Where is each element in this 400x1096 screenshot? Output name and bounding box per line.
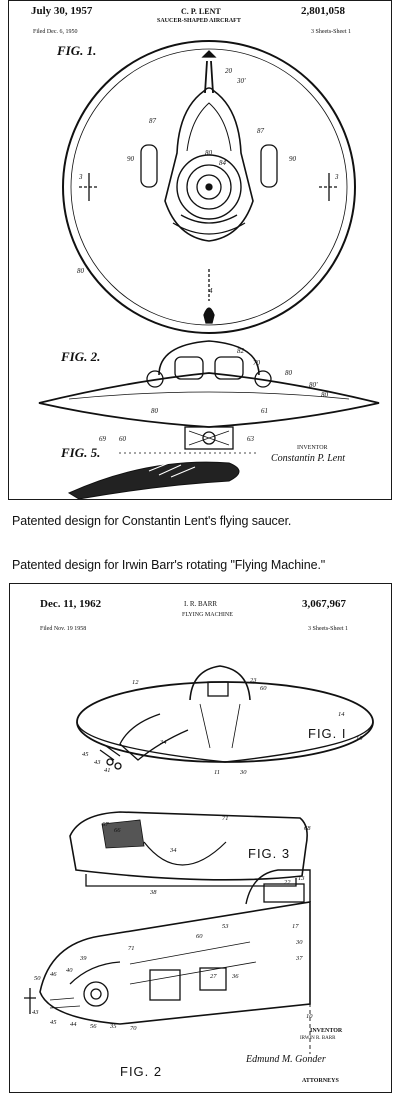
svg-text:34: 34 xyxy=(159,739,167,746)
svg-text:30': 30' xyxy=(236,77,246,85)
svg-text:60: 60 xyxy=(196,933,203,940)
svg-text:20: 20 xyxy=(225,67,233,75)
svg-text:17: 17 xyxy=(292,923,299,930)
patent-sheets: 3 Sheets-Sheet 1 xyxy=(311,29,351,35)
svg-text:60: 60 xyxy=(260,685,267,692)
fig-5-label: FIG. 5. xyxy=(61,445,101,460)
svg-text:90: 90 xyxy=(127,155,135,163)
svg-text:53: 53 xyxy=(222,923,229,930)
svg-text:10: 10 xyxy=(356,735,363,742)
patent-inventor: C. P. LENT xyxy=(181,7,221,16)
svg-text:80: 80 xyxy=(285,369,293,377)
svg-text:45: 45 xyxy=(82,751,89,758)
svg-text:34: 34 xyxy=(169,847,177,854)
inventor-label: INVENTOR xyxy=(310,1028,343,1034)
fig-3-label: FIG. 3 xyxy=(248,846,291,861)
svg-text:61: 61 xyxy=(261,407,268,415)
fig-1-label: FIG. I xyxy=(308,726,347,741)
svg-text:84: 84 xyxy=(219,159,227,167)
svg-text:3: 3 xyxy=(334,173,339,181)
svg-text:10: 10 xyxy=(306,1013,313,1020)
svg-text:30: 30 xyxy=(295,939,303,946)
svg-text:87: 87 xyxy=(257,127,265,135)
svg-text:11: 11 xyxy=(214,769,220,776)
barr-patent-drawing: Dec. 11, 1962 I. R. BARR 3,067,967 FLYIN… xyxy=(9,583,392,1093)
patent-filed: Filed Dec. 6, 1950 xyxy=(33,29,78,35)
svg-text:40: 40 xyxy=(66,967,73,974)
svg-text:80: 80 xyxy=(205,149,213,157)
svg-text:87: 87 xyxy=(149,117,157,125)
svg-text:80: 80 xyxy=(321,391,329,399)
svg-text:66: 66 xyxy=(114,827,121,834)
svg-text:45: 45 xyxy=(50,1019,57,1026)
svg-text:14: 14 xyxy=(338,711,345,718)
svg-text:70: 70 xyxy=(130,1025,137,1032)
svg-text:69: 69 xyxy=(99,435,107,443)
lent-patent-drawing: July 30, 1957 C. P. LENT 2,801,058 SAUCE… xyxy=(8,0,392,500)
svg-text:37: 37 xyxy=(295,955,303,962)
patent-filed: Filed Nov. 19 1958 xyxy=(40,626,87,632)
inventor-signature: Constantin P. Lent xyxy=(271,453,345,464)
svg-text:80: 80 xyxy=(77,267,85,275)
fig-2-label: FIG. 2 xyxy=(120,1064,163,1079)
svg-text:82: 82 xyxy=(237,347,245,355)
patent-title: SAUCER-SHAPED AIRCRAFT xyxy=(157,18,241,24)
svg-text:3: 3 xyxy=(78,173,83,181)
svg-text:22: 22 xyxy=(284,879,291,886)
svg-text:63: 63 xyxy=(247,435,255,443)
svg-text:90: 90 xyxy=(289,155,297,163)
svg-text:23: 23 xyxy=(250,677,257,684)
patent-date: Dec. 11, 1962 xyxy=(40,598,102,610)
attorneys-label: ATTORNEYS xyxy=(302,1078,339,1084)
inventor-label: INVENTOR xyxy=(297,445,328,451)
patent-title: FLYING MACHINE xyxy=(182,612,233,618)
svg-text:41: 41 xyxy=(104,767,111,774)
caption-lent: Patented design for Constantin Lent's fl… xyxy=(12,514,292,528)
svg-text:80: 80 xyxy=(151,407,159,415)
svg-text:4: 4 xyxy=(209,287,213,295)
svg-text:68: 68 xyxy=(304,825,311,832)
svg-text:70: 70 xyxy=(253,359,261,367)
svg-text:50: 50 xyxy=(34,975,41,982)
svg-text:67: 67 xyxy=(102,821,109,828)
attorney-signature: Edmund M. Gonder xyxy=(246,1054,326,1065)
patent-date: July 30, 1957 xyxy=(31,5,93,17)
svg-text:71: 71 xyxy=(222,815,229,822)
svg-text:43: 43 xyxy=(32,1009,39,1016)
svg-text:36: 36 xyxy=(231,973,239,980)
svg-text:12: 12 xyxy=(132,679,139,686)
svg-text:80': 80' xyxy=(309,381,318,389)
fig-1-label: FIG. 1. xyxy=(57,43,97,58)
patent-number: 2,801,058 xyxy=(301,5,345,17)
inventor-name: IRWIN R. BARR xyxy=(300,1036,336,1041)
svg-text:43: 43 xyxy=(94,759,101,766)
svg-text:35: 35 xyxy=(109,1023,117,1030)
svg-text:56: 56 xyxy=(90,1023,97,1030)
caption-barr: Patented design for Irwin Barr's rotatin… xyxy=(12,558,326,572)
svg-text:71: 71 xyxy=(128,945,135,952)
fig-2-label: FIG. 2. xyxy=(61,349,101,364)
svg-text:44: 44 xyxy=(70,1021,77,1028)
patent-sheets: 3 Sheets-Sheet 1 xyxy=(308,626,348,632)
patent-number: 3,067,967 xyxy=(302,598,346,610)
svg-text:38: 38 xyxy=(149,889,157,896)
svg-text:60: 60 xyxy=(119,435,127,443)
svg-text:27: 27 xyxy=(210,973,217,980)
patent-inventor: I. R. BARR xyxy=(184,600,218,608)
svg-text:30: 30 xyxy=(239,769,247,776)
svg-text:13: 13 xyxy=(298,875,305,882)
svg-text:39: 39 xyxy=(79,955,87,962)
svg-text:46: 46 xyxy=(50,971,57,978)
